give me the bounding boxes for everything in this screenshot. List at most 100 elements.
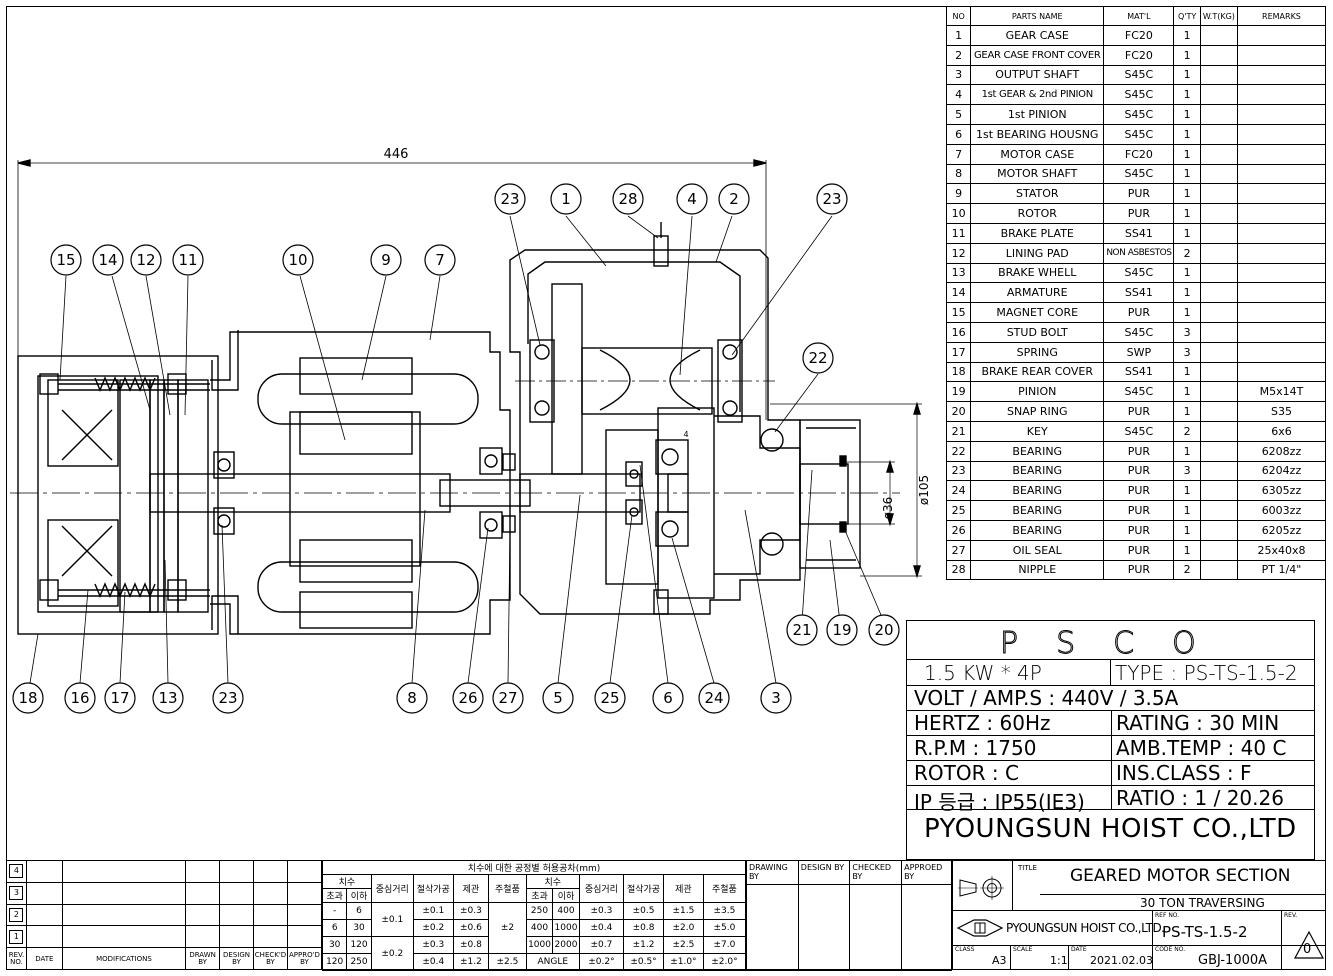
tol-cell: ANGLE bbox=[525, 953, 580, 971]
parts-cell bbox=[1199, 282, 1238, 304]
balloon-10: 10 bbox=[288, 251, 307, 269]
balloon-5-circle bbox=[542, 682, 574, 714]
tol-cell: 120 bbox=[321, 953, 348, 971]
parts-cell bbox=[1199, 539, 1238, 561]
balloon-28-circle bbox=[612, 183, 644, 215]
parts-cell: 17 bbox=[945, 341, 972, 363]
tol-cell: ±1.0° bbox=[662, 953, 704, 971]
parts-cell: BRAKE PLATE bbox=[970, 222, 1105, 244]
balloon-24: 24 bbox=[704, 689, 723, 707]
parts-cell bbox=[1199, 341, 1238, 363]
tol-cell: ±0.8 bbox=[623, 919, 664, 937]
tol-cell: ±2 bbox=[488, 902, 527, 954]
parts-cell bbox=[1236, 341, 1327, 363]
gear-mark-4: 4 bbox=[683, 430, 688, 439]
parts-cell: 14 bbox=[945, 282, 972, 304]
balloon-20-circle bbox=[868, 614, 900, 646]
spec-amb-temp: AMB.TEMP : 40 C bbox=[1116, 736, 1287, 760]
parts-cell: 2 bbox=[945, 44, 972, 66]
parts-cell: 23 bbox=[945, 460, 972, 482]
psco-logo: PSCO bbox=[1000, 626, 1234, 662]
parts-cell: 6205zz bbox=[1236, 519, 1327, 541]
parts-cell: 1 bbox=[1173, 519, 1201, 541]
balloon-26: 26 bbox=[458, 689, 477, 707]
rev-label: REV. bbox=[1284, 912, 1298, 919]
balloon-19-circle bbox=[826, 614, 858, 646]
title-label: TITLE bbox=[1018, 864, 1037, 872]
rev-mark-4: 4 bbox=[6, 860, 27, 883]
rev-triangle-icon bbox=[1293, 930, 1325, 959]
tolerance-table: 치수에 대한 공정별 허용공차(mm) 치수 중심거리 절삭가공 제관 주철품 … bbox=[321, 860, 747, 971]
parts-cell: 1 bbox=[1173, 183, 1201, 205]
parts-list-table: NO PARTS NAME MAT'L Q'TY W.T(KG) REMARKS… bbox=[945, 6, 1327, 581]
parts-cell: PUR bbox=[1103, 203, 1175, 224]
parts-cell: PUR bbox=[1103, 539, 1175, 561]
balloon-9: 9 bbox=[381, 251, 391, 269]
balloon-22-circle bbox=[802, 342, 834, 374]
parts-cell: 6x6 bbox=[1236, 420, 1327, 442]
balloon-16-circle bbox=[64, 682, 96, 714]
tol-cut-header: 절삭가공 bbox=[412, 874, 454, 903]
approved-by-label: APPROED BY bbox=[901, 860, 952, 885]
parts-cell: 2 bbox=[1173, 242, 1201, 264]
parts-cell: BEARING bbox=[970, 500, 1105, 521]
parts-cell: NIPPLE bbox=[970, 559, 1105, 581]
parts-cell: GEAR CASE bbox=[970, 25, 1105, 46]
parts-cell: 15 bbox=[945, 302, 972, 323]
parts-cell bbox=[1236, 361, 1327, 383]
drawing-title: GEARED MOTOR SECTION bbox=[1070, 866, 1291, 886]
balloon-6: 6 bbox=[663, 689, 673, 707]
tol-cell: 1000 bbox=[525, 936, 554, 954]
parts-cell: PUR bbox=[1103, 519, 1175, 541]
parts-cell: SS41 bbox=[1103, 222, 1175, 244]
parts-cell bbox=[1199, 361, 1238, 383]
tol-cut-header-2: 절삭가공 bbox=[623, 874, 664, 903]
parts-cell: BEARING bbox=[970, 460, 1105, 482]
balloon-18-circle bbox=[12, 682, 44, 714]
date-value: 2021.02.03 bbox=[1090, 954, 1153, 967]
parts-cell bbox=[1199, 25, 1238, 46]
parts-cell: 1 bbox=[1173, 440, 1201, 462]
parts-cell bbox=[1236, 163, 1327, 185]
parts-cell: LINING PAD bbox=[970, 242, 1105, 264]
parts-cell: 1 bbox=[1173, 500, 1201, 521]
parts-cell bbox=[1236, 302, 1327, 323]
parts-cell: OIL SEAL bbox=[970, 539, 1105, 561]
parts-cell: 1 bbox=[1173, 143, 1201, 165]
balloon-12-circle bbox=[130, 244, 162, 276]
parts-cell: BEARING bbox=[970, 440, 1105, 462]
tol-cell: ±0.3 bbox=[578, 902, 625, 920]
tol-under-2: 이하 bbox=[552, 888, 580, 903]
parts-cell: 13 bbox=[945, 262, 972, 284]
parts-cell bbox=[1199, 44, 1238, 66]
parts-cell: 1 bbox=[1173, 222, 1201, 244]
ref-no-label: REF NO. bbox=[1155, 912, 1180, 919]
parts-cell: 1 bbox=[1173, 203, 1201, 224]
projection-symbol-icon bbox=[958, 876, 1004, 900]
parts-cell bbox=[1199, 440, 1238, 462]
tol-cell: ±0.2° bbox=[578, 953, 625, 971]
balloon-27: 27 bbox=[498, 689, 517, 707]
parts-cell: SS41 bbox=[1103, 361, 1175, 383]
parts-cell: SNAP RING bbox=[970, 401, 1105, 422]
parts-cell: S45C bbox=[1103, 262, 1175, 284]
parts-cell: 1 bbox=[1173, 84, 1201, 106]
parts-cell: PUR bbox=[1103, 401, 1175, 422]
balloon-1: 1 bbox=[561, 190, 571, 208]
tol-cell: ±0.5° bbox=[623, 953, 664, 971]
section-drawing-svg: 15 14 12 11 10 9 7 23 1 28 4 2 23 22 21 … bbox=[10, 147, 931, 714]
parts-cell bbox=[1199, 104, 1238, 125]
parts-cell: 10 bbox=[945, 203, 972, 224]
